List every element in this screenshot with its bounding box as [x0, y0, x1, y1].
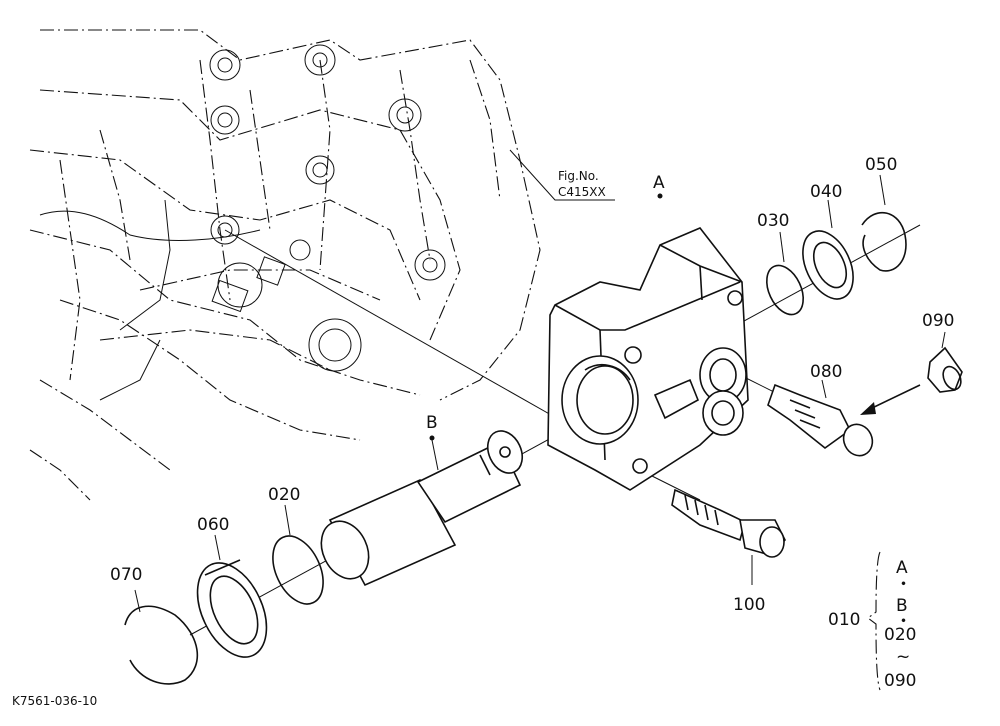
marker-b-label: B: [426, 413, 438, 433]
marker-a-label: A: [653, 173, 665, 193]
seal-060: [196, 534, 268, 658]
label-080: 080: [810, 362, 842, 382]
screw-100: [671, 488, 786, 585]
label-060: 060: [197, 515, 229, 535]
snap-ring-070: [124, 589, 199, 685]
figure-ref-line2: C415XX: [558, 185, 606, 199]
label-040: 040: [810, 182, 842, 202]
bracket-line3: 020: [884, 625, 916, 645]
drawing-code: K7561-036-10: [12, 694, 97, 708]
cap-090: [860, 331, 963, 415]
valve-body-a: [547, 227, 749, 491]
label-020: 020: [268, 485, 300, 505]
transmission-housing: [29, 29, 541, 501]
part-labels: 020 060 070 030 040 050 080 090 100 010: [110, 155, 954, 630]
assembly-bracket: A ・ B ・ 020 ~ 090: [867, 551, 916, 691]
label-100: 100: [733, 595, 765, 615]
marker-b: B: [426, 413, 439, 471]
label-030: 030: [757, 211, 789, 231]
bracket-dot1: ・: [895, 575, 912, 595]
marker-a-dot: [657, 193, 663, 199]
bracket-line4: 090: [884, 671, 916, 691]
label-010: 010: [828, 610, 860, 630]
figure-ref-line1: Fig.No.: [558, 169, 599, 183]
snap-ring-050: [861, 174, 907, 272]
bracket-line2: B: [896, 596, 908, 616]
label-070: 070: [110, 565, 142, 585]
o-ring-030: [766, 231, 804, 316]
label-050: 050: [865, 155, 897, 175]
o-ring-020: [272, 504, 324, 605]
marker-a: A: [653, 173, 665, 199]
spool-b: [320, 430, 524, 587]
bracket-tilde: ~: [896, 647, 910, 667]
bracket-dot2: ・: [895, 612, 912, 632]
marker-b-dot: [429, 435, 435, 441]
arrow-icon: [860, 402, 876, 415]
figure-reference: Fig.No. C415XX: [509, 149, 615, 201]
label-090: 090: [922, 311, 954, 331]
bracket-line1: A: [896, 558, 908, 578]
plug-080: [767, 379, 874, 457]
seal-040: [802, 199, 854, 300]
